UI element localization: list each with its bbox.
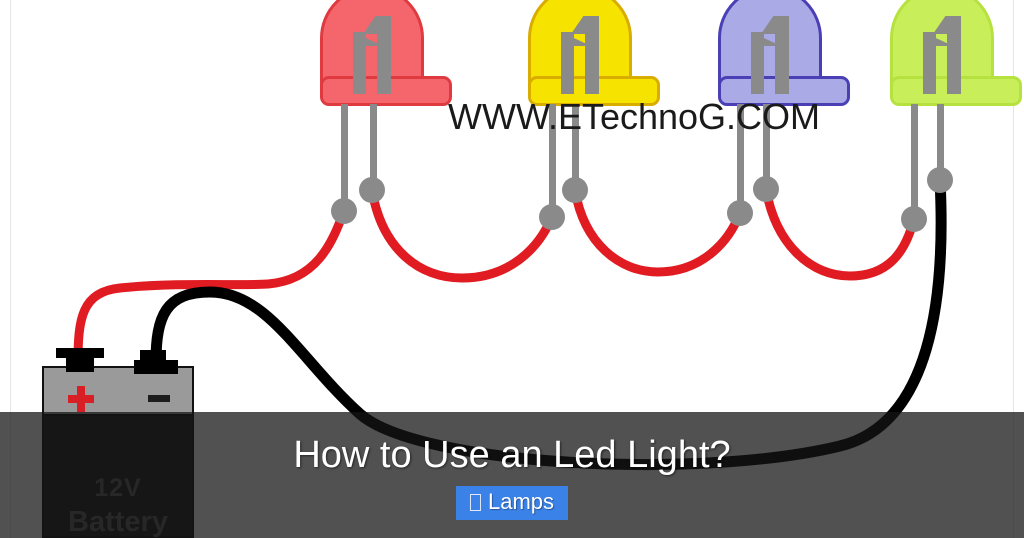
- blue-led-anode-terminal: [753, 176, 779, 202]
- wire-red-led-to-yellow-led: [367, 185, 557, 283]
- red-led-cathode-lead: [341, 104, 348, 214]
- battery-positive-terminal: [56, 348, 104, 372]
- green-led-cathode-lead: [911, 104, 918, 226]
- battery-minus-symbol: [148, 395, 170, 402]
- green-led-anode-lead: [937, 104, 944, 184]
- red-led-die: [353, 16, 393, 96]
- blue-led-die: [751, 16, 791, 96]
- canvas-right-border: [1013, 0, 1014, 538]
- red-led-cathode-terminal: [331, 198, 357, 224]
- battery-plus-symbol: [68, 386, 94, 412]
- yellow-led: [514, 0, 660, 230]
- page-title: How to Use an Led Light?: [293, 434, 731, 476]
- yellow-led-cathode-terminal: [539, 204, 565, 230]
- yellow-led-anode-terminal: [562, 177, 588, 203]
- green-led-die: [923, 16, 963, 96]
- canvas-left-border: [10, 0, 11, 538]
- blue-led-cathode-terminal: [727, 200, 753, 226]
- green-led-cathode-terminal: [901, 206, 927, 232]
- watermark-text: WWW.ETechnoG.COM: [448, 96, 821, 137]
- category-badge-label: Lamps: [487, 489, 555, 514]
- red-led: [306, 0, 452, 226]
- yellow-led-anode-lead: [572, 104, 579, 192]
- wire-blue-led-to-green-led: [761, 184, 919, 281]
- category-badge[interactable]: Lamps: [455, 486, 569, 520]
- yellow-led-die: [561, 16, 601, 96]
- missing-glyph-box-icon: [469, 494, 481, 511]
- wire-yellow-led-to-blue-led: [570, 185, 745, 277]
- blue-led-cathode-lead: [737, 104, 744, 216]
- yellow-led-cathode-lead: [549, 104, 556, 220]
- green-led-anode-terminal: [927, 167, 953, 193]
- battery-top-plate: [42, 366, 194, 416]
- blue-led-anode-lead: [763, 104, 770, 190]
- wire-battery-positive-to-red-led: [73, 206, 349, 367]
- battery-negative-terminal: [134, 350, 178, 374]
- red-led-anode-lead: [370, 104, 377, 192]
- green-led: [876, 0, 1022, 236]
- red-led-anode-terminal: [359, 177, 385, 203]
- blue-led: [704, 0, 850, 226]
